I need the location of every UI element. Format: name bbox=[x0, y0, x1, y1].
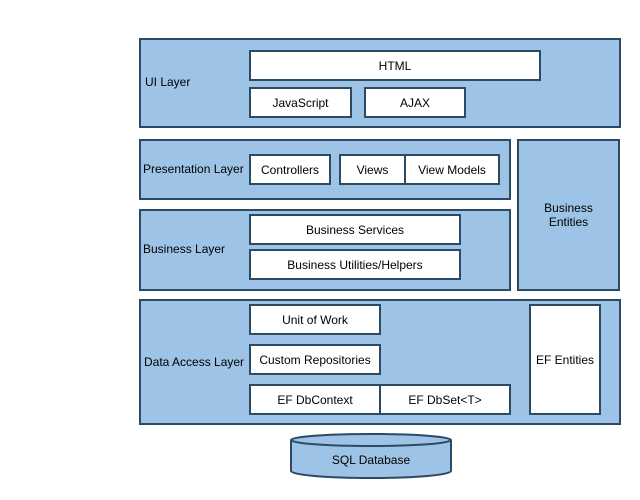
business-utilities-box: Business Utilities/Helpers bbox=[249, 249, 461, 280]
cylinder-top bbox=[290, 433, 452, 447]
presentation-layer-label: Presentation Layer bbox=[143, 162, 244, 176]
controllers-box: Controllers bbox=[249, 154, 331, 185]
ef-dbcontext-box: EF DbContext bbox=[249, 384, 381, 415]
javascript-box: JavaScript bbox=[249, 87, 352, 118]
html-box: HTML bbox=[249, 50, 541, 81]
view-models-box: View Models bbox=[404, 154, 500, 185]
unit-of-work-box: Unit of Work bbox=[249, 304, 381, 335]
ef-entities-box: EF Entities bbox=[529, 304, 601, 415]
views-box: Views bbox=[339, 154, 406, 185]
business-layer-label: Business Layer bbox=[143, 242, 226, 256]
ef-dbset-box: EF DbSet<T> bbox=[379, 384, 511, 415]
ui-layer-label: UI Layer bbox=[145, 75, 191, 89]
business-services-box: Business Services bbox=[249, 214, 461, 245]
business-entities-label-line1: Business bbox=[544, 201, 593, 215]
custom-repositories-box: Custom Repositories bbox=[249, 344, 381, 375]
ajax-box: AJAX bbox=[364, 87, 466, 118]
business-entities-layer bbox=[517, 139, 620, 291]
business-entities-label-line2: Entities bbox=[548, 215, 589, 229]
sql-database-label: SQL Database bbox=[331, 453, 411, 467]
data-access-layer-label: Data Access Layer bbox=[144, 355, 245, 369]
